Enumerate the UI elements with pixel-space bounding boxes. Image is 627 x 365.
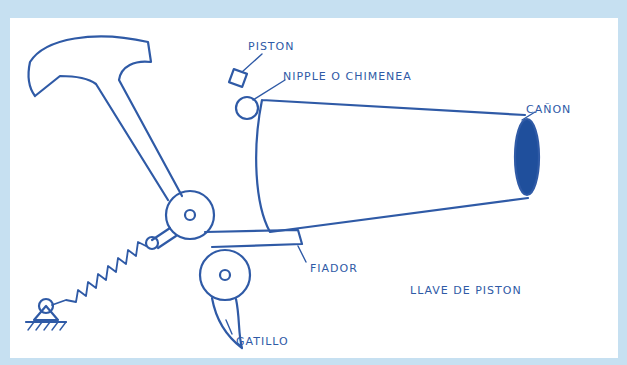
barrel-muzzle [515,119,539,195]
part-label: NIPPLE O CHIMENEA [283,70,412,83]
percussion-cap [229,69,247,87]
part-label: GATILLO [236,335,289,348]
sear-bar [205,230,302,247]
spring-symbol [52,242,146,305]
trigger-pivot [200,250,250,300]
ground-anchor [26,306,66,322]
ground-hatch [28,322,66,330]
leader-line [226,54,535,334]
trigger-pivot-pin [220,270,230,280]
barrel [256,100,528,232]
diagram-title-label: LLAVE DE PISTON [410,284,522,297]
hammer-pivot-pin [185,210,195,220]
part-label: FIADOR [310,262,358,275]
spring-eye [146,237,158,249]
hammer [29,36,182,200]
part-label: CAÑON [526,103,571,116]
nipple [236,97,258,119]
part-label: PISTON [248,40,294,53]
